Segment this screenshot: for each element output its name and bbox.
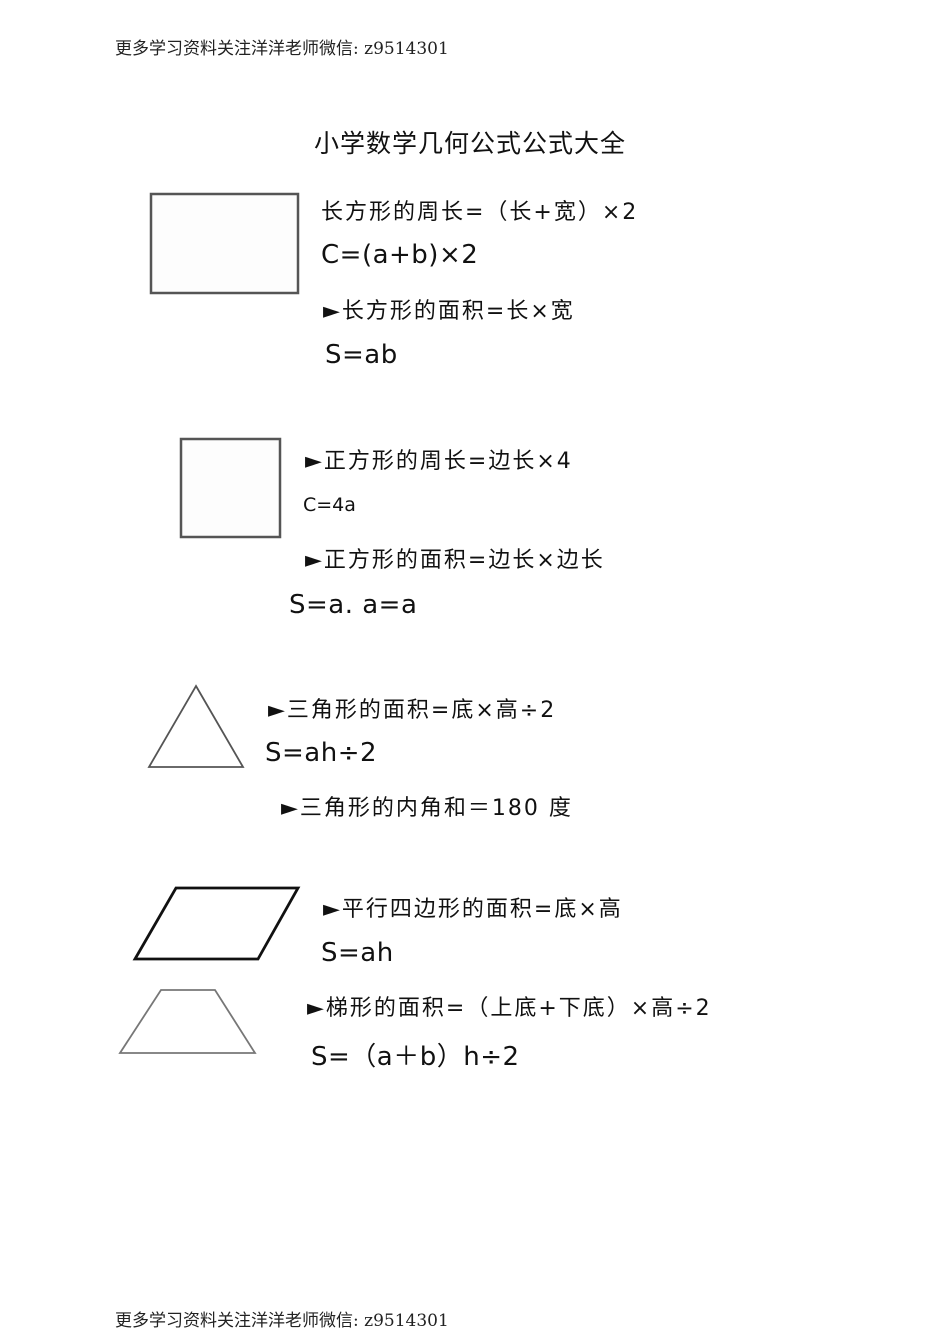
triangle-area-text: ►三角形的面积=底×高÷2 — [268, 698, 557, 723]
trapezoid-area-formula: S=（a＋b）h÷2 — [311, 1042, 520, 1072]
page-title: 小学数学几何公式公式大全 — [314, 129, 627, 158]
square-area-text: ►正方形的面积=边长×边长 — [305, 548, 605, 573]
parallelogram-shape — [132, 886, 301, 961]
trapezoid-area-text: ►梯形的面积=（上底+下底）×高÷2 — [307, 996, 712, 1021]
triangle-angle-text: ►三角形的内角和＝180 度 — [281, 796, 573, 821]
square-area-formula: S=a. a=a — [289, 590, 418, 620]
parallelogram-area-text: ►平行四边形的面积=底×高 — [323, 897, 623, 922]
rectangle-area-text: ►长方形的面积=长×宽 — [323, 299, 575, 324]
trapezoid-shape — [118, 989, 257, 1054]
rectangle-area-formula: S=ab — [325, 340, 398, 370]
rectangle-shape — [149, 192, 300, 295]
parallelogram-area-formula: S=ah — [321, 938, 394, 968]
triangle-shape — [147, 684, 245, 768]
rectangle-perimeter-text: 长方形的周长=（长+宽）×2 — [321, 200, 639, 225]
triangle-area-formula: S=ah÷2 — [265, 738, 378, 768]
square-perimeter-text: ►正方形的周长=边长×4 — [305, 449, 573, 474]
rectangle-perimeter-formula: C=(a+b)×2 — [321, 240, 479, 270]
watermark-bottom: 更多学习资料关注洋洋老师微信: z9514301 — [115, 1311, 449, 1331]
square-shape — [179, 437, 282, 539]
square-perimeter-formula: C=4a — [303, 494, 356, 516]
watermark-top: 更多学习资料关注洋洋老师微信: z9514301 — [115, 39, 449, 59]
